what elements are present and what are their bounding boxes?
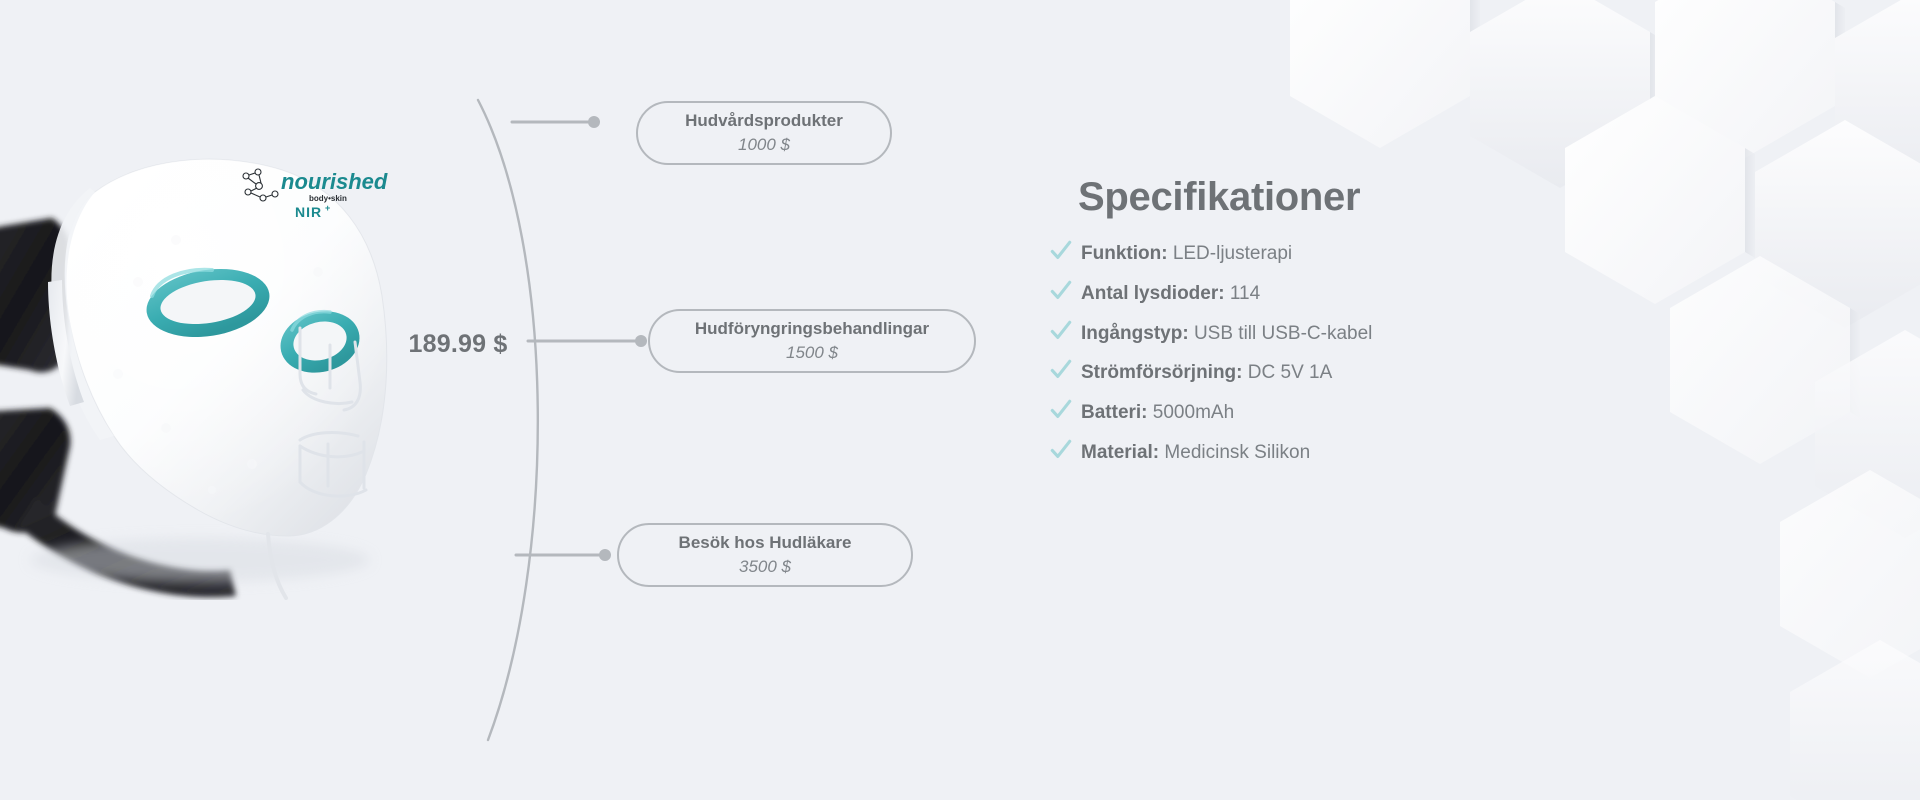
leader-dot-2 (635, 335, 647, 347)
callout-price: 3500 $ (739, 556, 791, 576)
brand-model-sup: + (325, 203, 330, 213)
specifications-panel: Specifikationer Funktion: LED-ljusterapi… (1050, 175, 1610, 476)
specifications-title: Specifikationer (1078, 175, 1361, 219)
mask-nose-cutout (298, 326, 362, 412)
mask-mouth-cutout (298, 431, 368, 498)
check-icon (1050, 439, 1072, 461)
spec-value: 5000mAh (1152, 402, 1235, 423)
spec-value: Medicinsk Silikon (1164, 441, 1311, 463)
brand-wordmark: nourished (281, 169, 388, 194)
spec-value: LED-ljusterapi (1172, 243, 1293, 264)
brace-arc (476, 98, 539, 742)
leader-dot-1 (588, 116, 600, 128)
spec-label: Batteri: (1081, 402, 1148, 423)
spec-value: DC 5V 1A (1247, 362, 1333, 384)
spec-label: Material: (1081, 441, 1160, 463)
mask-body (48, 158, 388, 537)
leader-dot-3 (599, 549, 611, 561)
spec-value: USB till USB-C-kabel (1193, 322, 1373, 344)
callout-price: 1500 $ (786, 342, 838, 362)
callout-title: Hudföryngringsbehandlingar (694, 318, 930, 338)
product-image-led-face-mask: nourished body•skin NIR + (0, 130, 470, 600)
molecule-icon (242, 168, 279, 202)
brand-model: NIR (295, 204, 322, 220)
check-icon (1050, 359, 1072, 381)
callout-title: Besök hos Hudläkare (678, 532, 852, 552)
check-icon (1050, 280, 1072, 302)
spec-row-material: Material: Medicinsk Silikon (1050, 436, 1610, 465)
brand-tagline: body•skin (309, 194, 347, 203)
spec-row-funktion: Funktion: LED-ljusterapi (1050, 237, 1610, 266)
callout-title: Hudvårdsprodukter (685, 110, 843, 130)
product-brand-logo: nourished body•skin NIR + (242, 168, 388, 220)
spec-label: Funktion: (1081, 243, 1168, 264)
product-price-label: 189.99 $ (408, 330, 508, 358)
callout-card-skincare-products[interactable]: Hudvårdsprodukter 1000 $ (636, 101, 892, 165)
check-icon (1050, 320, 1072, 342)
mask-eye-ring-left (146, 267, 270, 338)
callout-card-dermatologist-visit[interactable]: Besök hos Hudläkare 3500 $ (617, 523, 913, 587)
spec-label: Ingångstyp: (1081, 322, 1189, 344)
spec-value: 114 (1229, 282, 1261, 304)
spec-row-antal-lysdioder: Antal lysdioder: 114 (1050, 277, 1610, 306)
spec-row-stromforsorjning: Strömförsörjning: DC 5V 1A (1050, 356, 1610, 385)
spec-row-ingangstyp: Ingångstyp: USB till USB-C-kabel (1050, 317, 1610, 346)
check-icon (1050, 240, 1072, 262)
mask-cable (266, 532, 288, 600)
callout-price: 1000 $ (738, 134, 790, 154)
spec-label: Strömförsörjning: (1081, 362, 1243, 384)
check-icon (1050, 399, 1072, 421)
mask-led-dots (113, 235, 323, 494)
spec-label: Antal lysdioder: (1081, 282, 1225, 304)
spec-row-batteri: Batteri: 5000mAh (1050, 396, 1610, 425)
callout-card-rejuvenation-treatments[interactable]: Hudföryngringsbehandlingar 1500 $ (648, 309, 976, 373)
